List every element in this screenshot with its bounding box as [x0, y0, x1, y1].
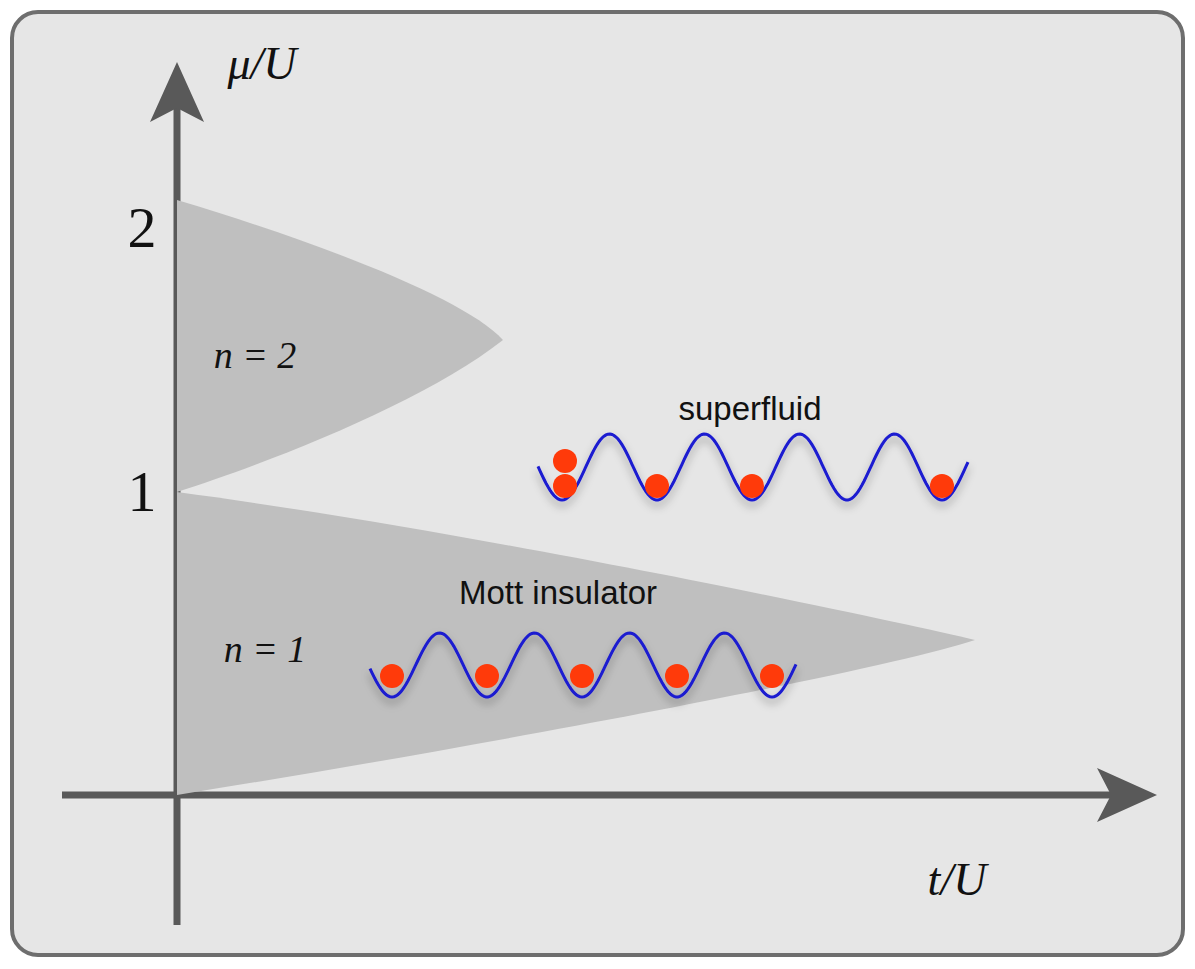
superfluid-lattice-wave — [538, 434, 968, 500]
panel-background — [12, 12, 1183, 955]
atom-dot — [665, 664, 689, 688]
tick-number: 1 — [128, 463, 157, 521]
atom-dot — [740, 474, 764, 498]
t-axis — [62, 792, 1112, 799]
t-axis-arrowhead — [1097, 768, 1157, 822]
lobe-fill — [177, 200, 503, 492]
occupation-label: n = 2 — [214, 336, 297, 374]
lobe-fill — [177, 492, 975, 795]
atom-dot — [553, 474, 577, 498]
atom-dot — [570, 664, 594, 688]
tick-number: 2 — [128, 199, 157, 257]
atom-dot — [645, 474, 669, 498]
atom-dot — [553, 449, 577, 473]
phase-lobe: Mott insulator n = 1 — [177, 492, 975, 795]
phase-label: superfluid — [678, 392, 821, 425]
axis-label: t/U — [928, 857, 987, 903]
mu-axis-arrowhead — [150, 62, 204, 122]
atom-dot — [930, 474, 954, 498]
atom-dot — [475, 664, 499, 688]
phase-lobe: n = 2 — [177, 200, 503, 492]
axis-label: μ/U — [227, 41, 296, 87]
atom-dot — [380, 664, 404, 688]
mott-lattice-wave — [370, 633, 796, 697]
atom-dot — [760, 664, 784, 688]
phase-label: Mott insulator — [459, 576, 657, 609]
atoms — [380, 449, 954, 688]
occupation-label: n = 1 — [224, 630, 307, 668]
